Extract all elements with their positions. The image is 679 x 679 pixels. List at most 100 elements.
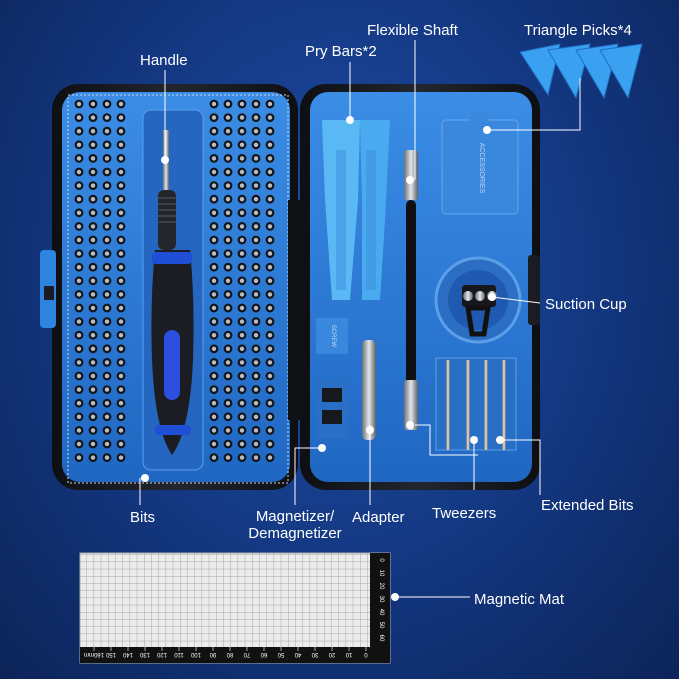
label-magnetizer-line2: Demagnetizer (248, 525, 342, 542)
bit-tip (267, 401, 273, 406)
extended-bits-tray (435, 357, 517, 451)
bit-tip (118, 428, 124, 433)
bit-tip (267, 441, 273, 447)
bit-tip (90, 319, 96, 324)
bit-tip (239, 115, 245, 120)
bit-tip (267, 319, 273, 324)
accessories-compartment: ACCESSORIES (441, 112, 519, 215)
bit-tip (239, 278, 245, 283)
bit-tip (104, 265, 110, 270)
bit-tip (76, 142, 82, 147)
bit-tip (225, 278, 231, 283)
bit-tip (118, 101, 124, 107)
bit-tip (211, 265, 217, 270)
ruler-tick-label: 50 (378, 622, 384, 629)
callout-dots (141, 116, 504, 601)
bit-tip (239, 414, 245, 419)
bit-tip (253, 210, 259, 215)
bit-tip (76, 197, 82, 202)
ruler-tick-label: 100 (190, 651, 201, 657)
bit-tip (76, 237, 82, 243)
label-flexible-shaft: Flexible Shaft (367, 22, 458, 39)
bit-tip (211, 333, 217, 338)
bit-tip (90, 278, 96, 283)
label-tweezers: Tweezers (432, 505, 497, 522)
flexible-shaft (404, 150, 418, 430)
bit-tip (76, 455, 82, 460)
bit-tip (211, 428, 217, 433)
bit-tip (239, 169, 245, 175)
bit-tip (90, 373, 96, 379)
bit-tip (225, 169, 231, 175)
bit-tip (253, 414, 259, 419)
bit-tip (104, 319, 110, 324)
bit-tip (76, 251, 82, 256)
bit-tip (90, 210, 96, 215)
bit-tip (90, 360, 96, 365)
bit-tip (76, 156, 82, 161)
ruler-tick-label: 60 (260, 651, 267, 657)
bit-tip (118, 169, 124, 175)
bit-tip (76, 292, 82, 297)
bit-tip (267, 360, 273, 365)
bit-tip (118, 210, 124, 215)
bit-tip (211, 169, 217, 175)
bit-tip (239, 373, 245, 379)
bit-tip (267, 414, 273, 419)
bit-tip (225, 101, 231, 107)
bit-tip (267, 237, 273, 243)
label-magnetic-mat: Magnetic Mat (474, 591, 565, 608)
bit-tip (225, 251, 231, 256)
bit-tip (225, 265, 231, 270)
ruler-tick-label: 20 (328, 651, 335, 657)
bit-tip (90, 142, 96, 147)
bit-tip (253, 183, 259, 188)
bit-tip (118, 278, 124, 283)
bit-tip (211, 278, 217, 283)
bit-tip (267, 251, 273, 256)
bit-tip (225, 197, 231, 202)
bit-tip (225, 428, 231, 433)
bit-tip (225, 210, 231, 215)
bit-tip (211, 142, 217, 147)
bit-tip (253, 319, 259, 324)
bit-tip (225, 183, 231, 188)
bit-tip (253, 292, 259, 297)
bit-tip (239, 183, 245, 188)
bit-tip (104, 346, 110, 351)
bit-tip (253, 251, 259, 256)
bit-tip (76, 346, 82, 351)
bit-tip (118, 305, 124, 311)
bit-tip (253, 360, 259, 365)
bit-tip (267, 101, 273, 107)
ruler-tick-label: 150 (105, 651, 116, 657)
bit-tip (104, 237, 110, 243)
bit-tip (104, 360, 110, 365)
bit-tip (76, 401, 82, 406)
bit-tip (90, 401, 96, 406)
ruler-tick-label: 130 (139, 651, 150, 657)
bit-tip (118, 265, 124, 270)
bit-grid-right (209, 99, 275, 462)
bit-tip (253, 346, 259, 351)
bit-tip (118, 183, 124, 188)
ruler-tick-label: 80 (226, 651, 233, 657)
bit-tip (211, 129, 217, 134)
bit-tip (267, 183, 273, 188)
bit-tip (90, 101, 96, 107)
ruler-tick-label: 50 (277, 651, 284, 657)
bit-tip (104, 115, 110, 120)
screw-print: SCREW (330, 325, 336, 348)
bit-tip (118, 142, 124, 147)
accessories-print: ACCESSORIES (478, 143, 485, 194)
bit-tip (225, 129, 231, 134)
bit-tip (253, 278, 259, 283)
bit-tip (239, 360, 245, 365)
bit-tip (90, 237, 96, 243)
bit-tip (225, 455, 231, 460)
bit-tip (267, 115, 273, 120)
bit-tip (267, 346, 273, 351)
bit-tip (239, 387, 245, 392)
